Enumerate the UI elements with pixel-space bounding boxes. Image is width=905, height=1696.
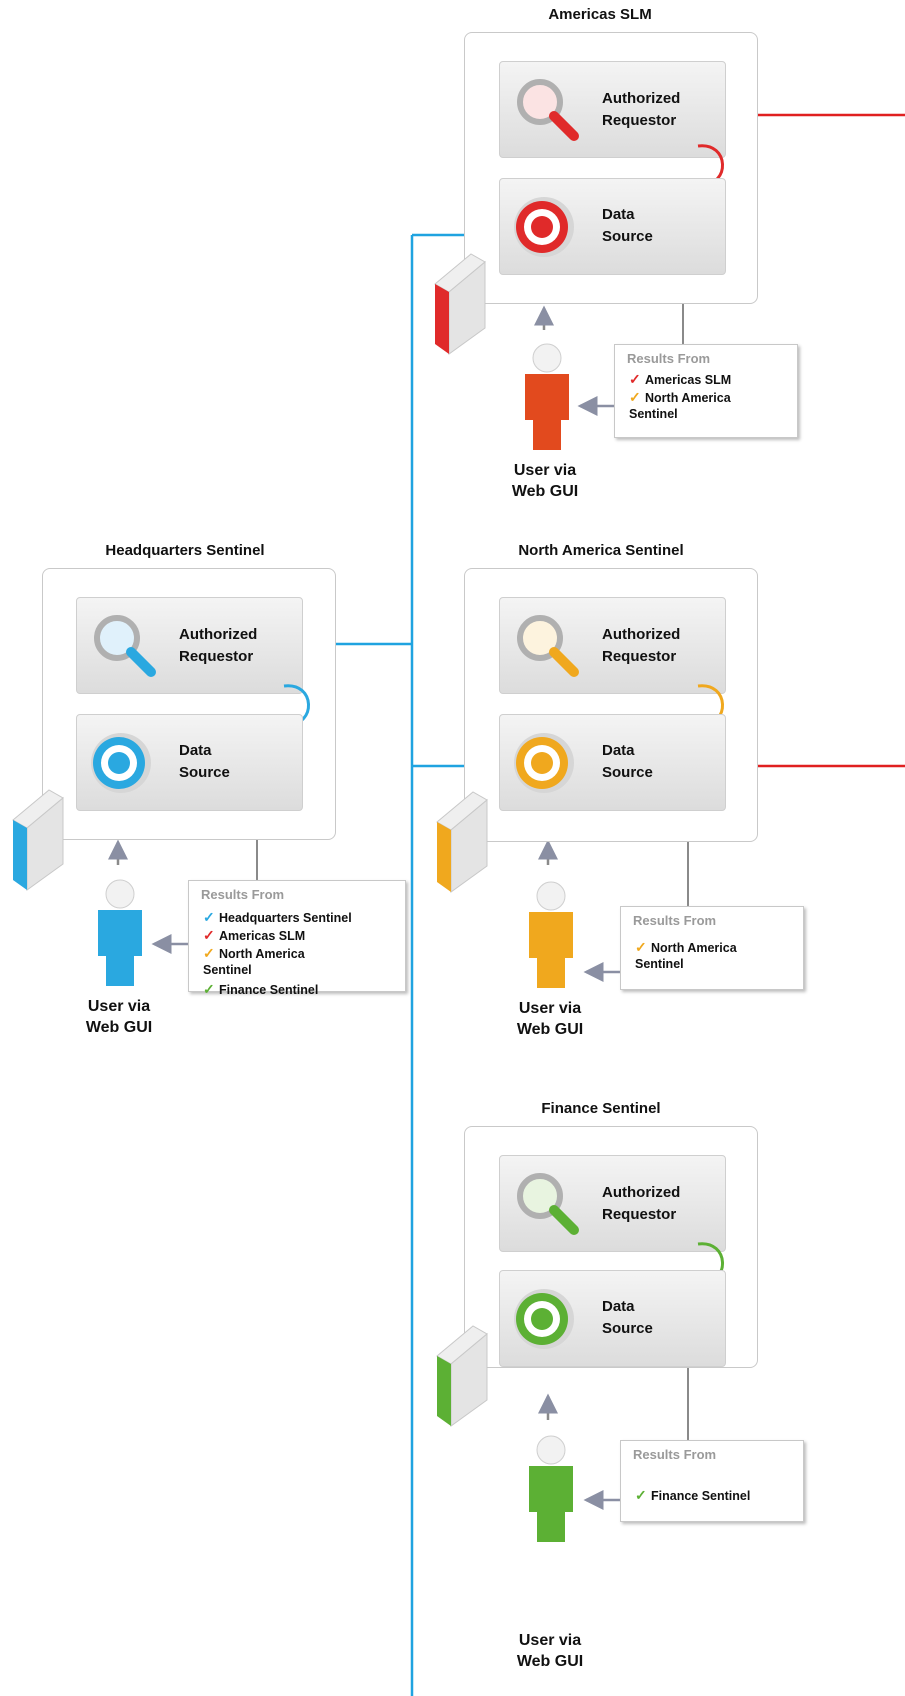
- user-label-northamerica: User via Web GUI: [516, 1000, 584, 1038]
- user-label-hq: User via Web GUI: [85, 998, 153, 1036]
- requestor-label: Authorized Requestor: [602, 1184, 681, 1223]
- target-icon: [514, 197, 574, 257]
- target-icon: [514, 733, 574, 793]
- datasource-label: Data Source: [602, 206, 653, 245]
- check-icon: ✓: [629, 389, 641, 405]
- site-title-finance: Finance Sentinel: [541, 1100, 661, 1117]
- check-icon: ✓: [203, 909, 215, 925]
- result-item: ✓Finance Sentinel: [203, 981, 319, 997]
- user-icon: [525, 343, 569, 450]
- check-icon: ✓: [635, 1487, 647, 1503]
- magnifier-icon: [517, 615, 579, 677]
- magnifier-icon: [517, 79, 579, 141]
- server-icon: [436, 791, 488, 893]
- results-box-hq: Results From ✓Headquarters Sentinel ✓Ame…: [188, 880, 406, 997]
- site-title-northamerica: North America Sentinel: [518, 542, 684, 559]
- check-icon: ✓: [629, 371, 641, 387]
- server-icon: [434, 253, 486, 355]
- results-title: Results From: [633, 1447, 717, 1462]
- requestor-panel-hq[interactable]: Authorized Requestor: [76, 597, 303, 694]
- results-box-americas: Results From ✓Americas SLM ✓North Americ…: [614, 344, 798, 438]
- result-item: ✓Americas SLM: [629, 371, 732, 387]
- datasource-panel-hq[interactable]: Data Source: [76, 714, 303, 811]
- user-icon: [98, 879, 142, 986]
- datasource-panel-northamerica[interactable]: Data Source: [499, 714, 726, 811]
- server-icon: [436, 1325, 488, 1427]
- datasource-panel-americas[interactable]: Data Source: [499, 178, 726, 275]
- results-title: Results From: [201, 887, 285, 902]
- check-icon: ✓: [635, 939, 647, 955]
- site-title-americas: Americas SLM: [548, 6, 652, 23]
- requestor-panel-americas[interactable]: Authorized Requestor: [499, 61, 726, 158]
- datasource-label: Data Source: [602, 1298, 653, 1337]
- result-item: ✓Headquarters Sentinel: [203, 909, 352, 925]
- check-icon: ✓: [203, 927, 215, 943]
- magnifier-icon: [94, 615, 156, 677]
- result-item: ✓North America Sentinel: [629, 389, 731, 421]
- requestor-label: Authorized Requestor: [602, 90, 681, 129]
- results-box-northamerica: Results From ✓North America Sentinel: [620, 906, 804, 990]
- requestor-panel-finance[interactable]: Authorized Requestor: [499, 1155, 726, 1252]
- result-item: ✓North America Sentinel: [635, 939, 737, 971]
- site-title-hq: Headquarters Sentinel: [105, 542, 265, 559]
- datasource-panel-finance[interactable]: Data Source: [499, 1270, 726, 1367]
- target-icon: [91, 733, 151, 793]
- results-box-finance: Results From ✓Finance Sentinel: [620, 1440, 804, 1522]
- datasource-label: Data Source: [179, 742, 230, 781]
- requestor-label: Authorized Requestor: [179, 626, 258, 665]
- user-label-americas: User via Web GUI: [511, 462, 579, 500]
- check-icon: ✓: [203, 945, 215, 961]
- user-icon: [529, 1435, 573, 1542]
- result-item: ✓North America Sentinel: [203, 945, 305, 977]
- user-label-finance: User via Web GUI: [516, 1632, 584, 1670]
- target-icon: [514, 1289, 574, 1349]
- magnifier-icon: [517, 1173, 579, 1235]
- user-icon: [529, 881, 573, 988]
- requestor-panel-northamerica[interactable]: Authorized Requestor: [499, 597, 726, 694]
- result-item: ✓Americas SLM: [203, 927, 306, 943]
- results-title: Results From: [627, 351, 711, 366]
- server-icon: [12, 789, 64, 891]
- datasource-label: Data Source: [602, 742, 653, 781]
- results-title: Results From: [633, 913, 717, 928]
- requestor-label: Authorized Requestor: [602, 626, 681, 665]
- check-icon: ✓: [203, 981, 215, 997]
- result-item: ✓Finance Sentinel: [635, 1487, 751, 1503]
